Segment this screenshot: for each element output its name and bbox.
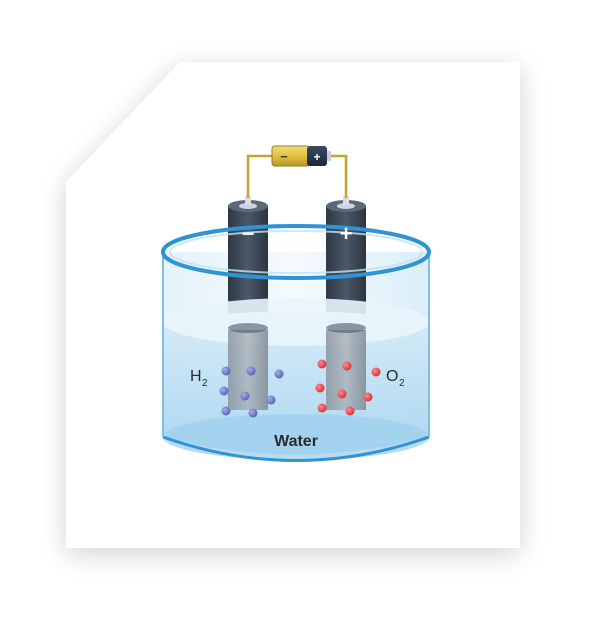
oxygen-bubbles bbox=[315, 359, 381, 416]
oxygen-label-main: O bbox=[386, 368, 398, 385]
gas-bubble bbox=[240, 391, 250, 401]
gas-bubble bbox=[246, 366, 256, 376]
gas-bubble bbox=[248, 408, 258, 418]
oxygen-label-sub: 2 bbox=[399, 378, 405, 389]
container-bottom bbox=[163, 414, 429, 460]
electrode-negative-sign: − bbox=[242, 221, 255, 246]
battery-icon: − + bbox=[271, 145, 331, 167]
gas-bubble bbox=[219, 386, 229, 396]
gas-bubble bbox=[315, 383, 325, 393]
gas-bubble bbox=[342, 361, 352, 371]
battery-negative-sign: − bbox=[280, 149, 288, 164]
gas-bubble bbox=[266, 395, 276, 405]
hydrogen-bubbles bbox=[219, 366, 284, 418]
oxygen-label: O 2 bbox=[386, 368, 405, 389]
wire-right bbox=[328, 154, 348, 198]
wire-left bbox=[246, 154, 272, 198]
water-label: Water bbox=[274, 433, 318, 450]
water-surface bbox=[163, 298, 429, 346]
hydrogen-label: H 2 bbox=[190, 368, 208, 389]
gas-bubble bbox=[221, 406, 231, 416]
battery-positive-sign: + bbox=[313, 150, 320, 164]
gas-bubble bbox=[221, 366, 231, 376]
gas-bubble bbox=[317, 403, 327, 413]
hydrogen-label-sub: 2 bbox=[202, 378, 208, 389]
gas-bubble bbox=[317, 359, 327, 369]
hydrogen-label-main: H bbox=[190, 368, 202, 385]
gas-bubble bbox=[345, 406, 355, 416]
gas-bubble bbox=[274, 369, 284, 379]
container-bottom-rim bbox=[162, 435, 430, 462]
container-rim bbox=[161, 224, 431, 280]
gas-bubble bbox=[363, 392, 373, 402]
gas-bubble bbox=[371, 367, 381, 377]
electrode-positive-sign: + bbox=[340, 221, 353, 246]
gas-bubble bbox=[337, 389, 347, 399]
